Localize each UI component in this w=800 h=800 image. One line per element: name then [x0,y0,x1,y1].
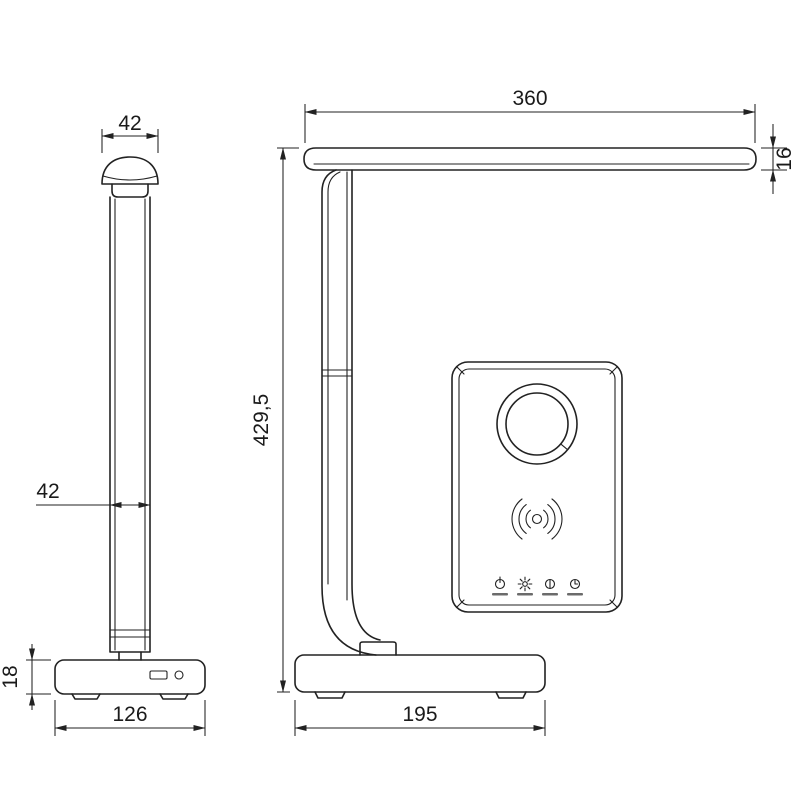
wireless-right-waves [543,498,563,540]
button-label-text [542,593,558,596]
side-view [294,147,757,699]
extension-lines [277,147,299,693]
base-foot-left [71,693,101,700]
dimension-label-base-width: 126 [112,703,147,726]
wireless-left-waves [511,498,531,540]
ring-notch [560,443,569,451]
pole-panel-line-left [327,171,341,585]
dimension-label-base-depth: 195 [402,703,437,726]
button-label-text [567,593,583,596]
extension-lines [26,659,51,695]
dimension-base-depth: 195 [294,700,546,736]
brightness-icon-rays [517,576,533,592]
power-jack [174,670,184,680]
ring-outer-circle [496,383,578,465]
head-ring-top-view [496,383,578,465]
lamp-base-front [54,659,206,695]
base-foot-right [159,693,189,700]
dimension-label-base-height: 18 [0,665,22,688]
base-outline-outer [451,361,623,613]
lamp-arm-side [303,147,757,171]
base-foot-front [314,691,346,699]
front-view [54,156,206,700]
dimension-label-overall-height: 429,5 [250,394,273,447]
brightness-icon [517,576,533,592]
dimension-base-width: 126 [54,700,206,736]
lamp-base-side [294,654,546,693]
lamp-head-front [101,156,159,185]
button-labels [492,593,583,596]
base-outline-inner [458,368,616,606]
timer-circle [569,578,581,590]
lamp-pole-front [109,196,151,653]
wireless-charging-icon [511,498,563,540]
ring-inner-circle [505,392,569,456]
pole-seam-lines [321,369,353,377]
pole-base-mount [359,641,397,656]
dimension-label-head-width: 42 [118,112,141,135]
lamp-head-seam [102,175,158,181]
lamp-pole-outer-edge [321,169,377,656]
dimension-arm-thickness: 16 [761,124,796,194]
dimension-head-width: 42 [101,112,159,153]
power-icon [494,576,506,590]
button-label-text [492,593,508,596]
dimension-base-height: 18 [0,644,51,710]
dimension-label-pole-width: 42 [36,480,59,503]
timer-icon [569,578,581,590]
color-temperature-icon [544,578,556,590]
lamp-pole-panel-lines [114,198,146,651]
lamp-pole-joint-lines [109,629,151,638]
button-label-text [517,593,533,596]
lamp-neck-front [111,183,149,198]
dimension-label-arm-length: 360 [512,87,547,110]
dimension-overall-height: 429,5 [250,147,299,693]
top-view [451,361,623,613]
dimension-arm-length: 360 [304,87,756,143]
base-foot-rear [495,691,527,699]
lamp-pole-inner-edge [351,169,381,641]
dimension-label-arm-thickness: 16 [773,147,796,170]
timer-hands [574,579,579,585]
usb-port [149,670,168,680]
control-buttons-row [492,576,583,596]
brightness-icon-core [522,581,528,587]
wireless-center-dot [531,513,543,525]
corner-blend-lines [455,365,619,609]
pole-base-connector [118,651,142,661]
dimension-pole-width: 42 [36,480,151,508]
